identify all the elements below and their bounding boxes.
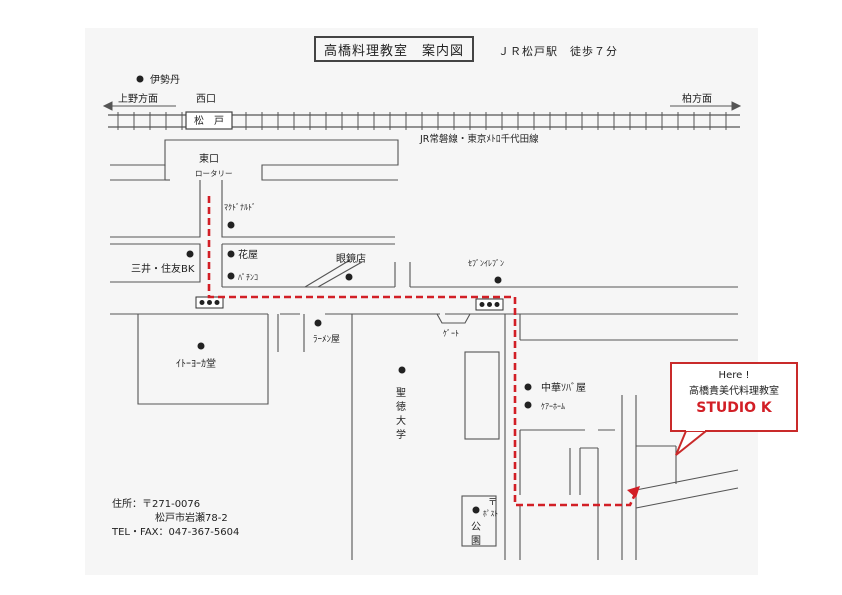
bank-dot bbox=[186, 250, 194, 258]
callout-tail-joint bbox=[686, 428, 705, 431]
seven-label: ｾﾌﾞﾝｲﾚﾌﾞﾝ bbox=[468, 259, 504, 268]
itoyokado-dot bbox=[197, 342, 205, 350]
direction-left-label: 上野方面 bbox=[118, 92, 158, 105]
callout-tail bbox=[675, 430, 709, 456]
seitoku-label-3: 大 bbox=[396, 414, 406, 427]
railway-line-label: JR常磐線・東京ﾒﾄﾛ千代田線 bbox=[419, 133, 539, 145]
seitoku-label-2: 徳 bbox=[396, 400, 406, 413]
park-label-2: 園 bbox=[471, 535, 481, 547]
post-mark-icon: 〒 bbox=[488, 498, 497, 508]
megane-label: 眼鏡店 bbox=[336, 252, 366, 265]
here-label: Here ! bbox=[718, 370, 750, 381]
seitoku-label-4: 学 bbox=[396, 428, 406, 441]
chuka-dot bbox=[524, 383, 532, 391]
isetan-dot bbox=[136, 75, 144, 83]
itoyokado-label: ｲﾄｰﾖｰｶ堂 bbox=[176, 358, 216, 370]
post-label: ﾎﾟｽﾄ bbox=[483, 509, 498, 518]
pachinko-dot bbox=[227, 272, 235, 280]
care-label: ｹｱｰﾎｰﾑ bbox=[541, 402, 565, 411]
address-city: 松戸市岩瀬78-2 bbox=[155, 513, 228, 524]
seitoku-label-1: 聖 bbox=[396, 387, 406, 399]
post-dot bbox=[472, 506, 480, 514]
phone-fax: TEL・FAX：047-367-5604 bbox=[112, 527, 240, 538]
landmark-dots bbox=[136, 75, 532, 514]
east-exit-label: 東口 bbox=[199, 152, 219, 165]
hanaya-dot bbox=[227, 250, 235, 258]
west-exit-label: 西口 bbox=[196, 94, 216, 105]
megane-dot bbox=[345, 273, 353, 281]
ramen-dot bbox=[314, 319, 322, 327]
streets bbox=[110, 139, 739, 560]
direction-arrow-left-icon bbox=[102, 101, 176, 111]
studio-name: STUDIO K bbox=[696, 400, 772, 416]
address-label: 住所：〒271-0076 bbox=[112, 499, 201, 510]
mcdonalds-label: ﾏｸﾄﾞﾅﾙﾄﾞ bbox=[224, 203, 256, 212]
hanaya-label: 花屋 bbox=[238, 248, 258, 261]
location-callout: Here ! 高橋貴美代料理教室 STUDIO K bbox=[670, 362, 798, 432]
isetan-label: 伊勢丹 bbox=[150, 73, 180, 86]
station-box bbox=[185, 111, 233, 130]
school-name: 高橋貴美代料理教室 bbox=[689, 386, 779, 397]
park-label-1: 公 bbox=[471, 522, 481, 533]
map-title: 高橋料理教室 案内図 bbox=[314, 36, 474, 62]
access-note: ＪＲ松戸駅 徒歩７分 bbox=[498, 45, 618, 58]
traffic-signal-icon bbox=[475, 298, 504, 311]
care-dot bbox=[524, 401, 532, 409]
ramen-label: ﾗｰﾒﾝ屋 bbox=[313, 334, 340, 345]
gate-label: ｹﾞｰﾄ bbox=[443, 329, 459, 338]
route-arrow-icon bbox=[627, 486, 640, 498]
rotary-label: ロータリー bbox=[195, 169, 233, 178]
railway-ties bbox=[117, 112, 727, 130]
seven-dot bbox=[494, 276, 502, 284]
chuka-label: 中華ｿﾊﾞ屋 bbox=[541, 381, 586, 394]
direction-right-label: 柏方面 bbox=[682, 92, 712, 105]
bank-label: 三井・住友BK bbox=[131, 262, 195, 275]
mcdonalds-dot bbox=[227, 221, 235, 229]
traffic-signal-icon bbox=[195, 296, 224, 309]
pachinko-label: ﾊﾟﾁﾝｺ bbox=[238, 273, 258, 282]
direction-arrow-right-icon bbox=[670, 101, 742, 111]
seitoku-dot bbox=[398, 366, 406, 374]
route-path bbox=[207, 196, 638, 507]
station-name: 松 戸 bbox=[194, 114, 224, 127]
